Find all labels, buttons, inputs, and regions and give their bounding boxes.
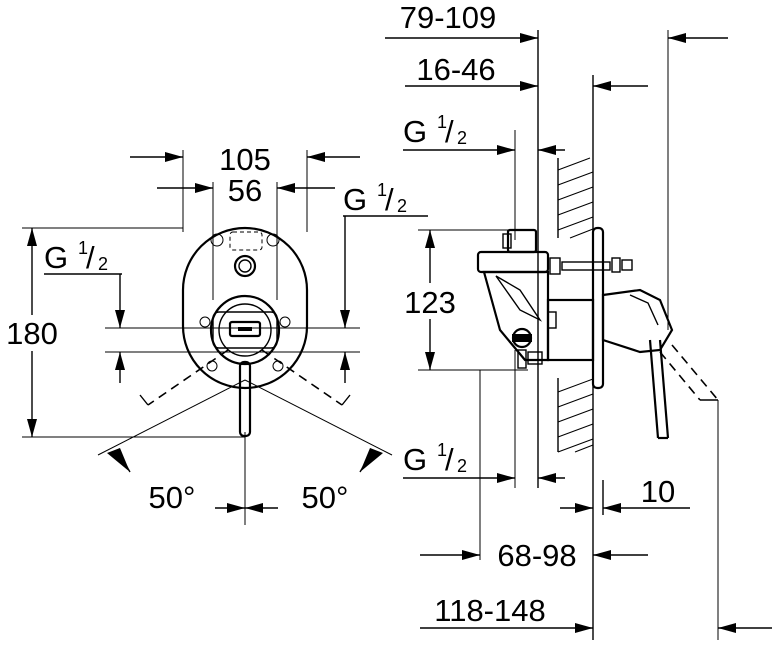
thread-top-slash: /: [445, 114, 454, 149]
thread-top-den: 2: [457, 128, 467, 148]
dim-68-98-label: 68-98: [497, 538, 576, 573]
thread-left-slash: /: [86, 240, 95, 275]
dim-79-109-label: 79-109: [400, 0, 497, 35]
dim-123-label: 123: [404, 285, 456, 320]
thread-left-num: 1: [78, 238, 88, 258]
escutcheon-profile: [591, 226, 605, 390]
cartridge-housing: [209, 294, 281, 366]
thread-bottom-g: G: [403, 442, 427, 477]
escutcheon-plate: [181, 226, 309, 390]
thread-bottom-den: 2: [457, 456, 467, 476]
wall-section: [557, 157, 594, 453]
side-view: 79-109 16-46 G 1 / 2 123: [385, 0, 772, 640]
lever-handle: [238, 360, 252, 438]
handle-hub: [228, 320, 262, 338]
thread-right-num: 1: [377, 180, 387, 200]
dim-180-label: 180: [6, 316, 58, 351]
thread-right-g: G: [343, 182, 367, 217]
thread-top-num: 1: [437, 112, 447, 132]
thread-left-den: 2: [98, 254, 108, 274]
thread-top-g: G: [403, 114, 427, 149]
dim-56-label: 56: [228, 173, 262, 208]
dim-118-148-label: 118-148: [434, 593, 545, 628]
angle-right-label: 50°: [302, 480, 349, 515]
dim-16-46-label: 16-46: [416, 52, 495, 87]
thread-right-slash: /: [385, 182, 394, 217]
front-view: 105 56 G 1 / 2 G 1 / 2: [2, 142, 428, 525]
thread-right-den: 2: [397, 196, 407, 216]
diverter-knob: [233, 254, 257, 278]
handle-side: [601, 288, 719, 440]
dim-105-label: 105: [219, 142, 271, 177]
thread-left-g: G: [44, 240, 68, 275]
angle-left-label: 50°: [149, 480, 196, 515]
dim-10-label: 10: [641, 474, 675, 509]
thread-bottom-num: 1: [437, 440, 447, 460]
valve-body: [476, 228, 633, 369]
thread-bottom-slash: /: [445, 442, 454, 477]
